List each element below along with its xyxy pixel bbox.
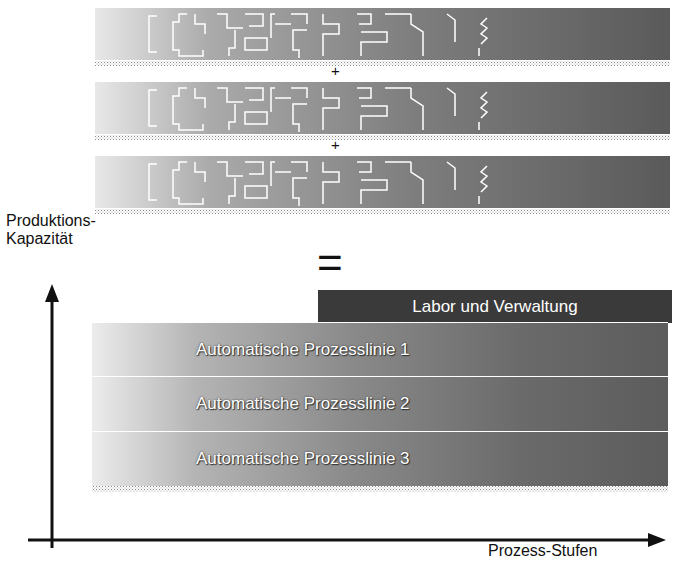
node-label: Automatische Prozesslinie 2 [196,394,410,414]
node-label: Automatische Prozesslinie 1 [196,340,410,360]
plus-sign: + [331,62,340,79]
process-line-band: Automatische Prozesslinie 3 [92,431,668,486]
plus-sign: + [331,136,340,153]
axis-label: Prozess-Stufen [488,542,597,560]
axis-label: Produktions- Kapazität [6,212,116,249]
admin-box: Labor und Verwaltung [318,290,672,323]
process-line-band: Automatische Prozesslinie 2 [92,376,668,431]
node-label: Labor und Verwaltung [412,297,577,317]
equals-sign: = [317,238,343,289]
process-line-band: Automatische Prozesslinie 1 [92,322,668,376]
node-label: Automatische Prozesslinie 3 [196,449,410,469]
